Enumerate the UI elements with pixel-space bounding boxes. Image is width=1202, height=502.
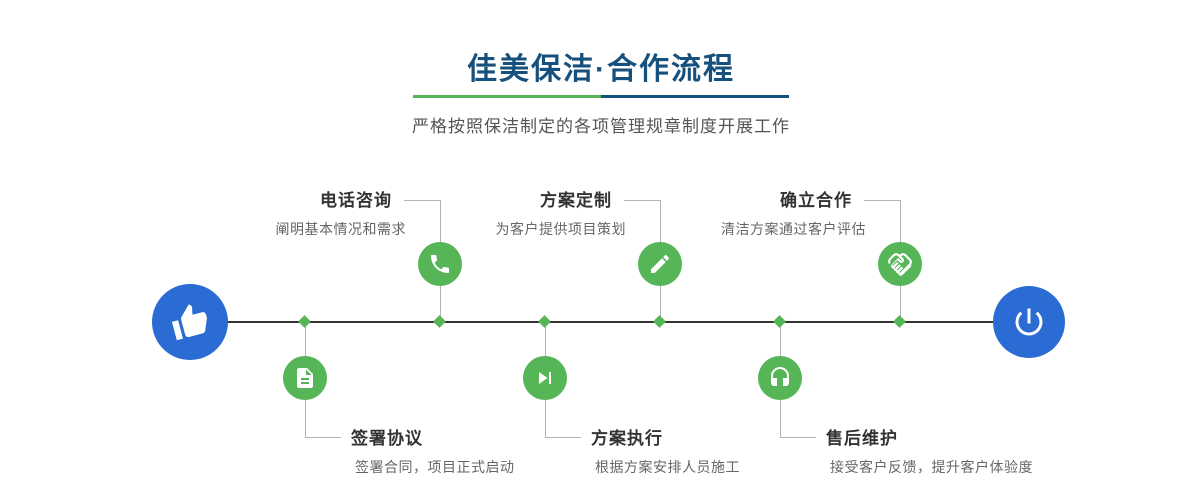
timeline-line (224, 321, 996, 323)
connector-horizontal (624, 200, 660, 201)
step-label: 售后维护 接受客户反馈，提升客户体验度 (826, 424, 1033, 477)
step-title: 确立合作 (780, 191, 852, 210)
timeline-node-diamond (893, 315, 906, 328)
connector-horizontal (780, 437, 816, 438)
step-icon-circle (418, 242, 462, 286)
step-label: 方案定制 为客户提供项目策划 (496, 186, 627, 239)
timeline-node-diamond (298, 315, 311, 328)
step-title: 方案定制 (540, 191, 612, 210)
step-icon-circle (523, 356, 567, 400)
timeline-node-diamond (773, 315, 786, 328)
phone-icon (431, 255, 449, 273)
step-label: 确立合作 清洁方案通过客户评估 (721, 186, 866, 239)
page-subtitle: 严格按照保洁制定的各项管理规章制度开展工作 (412, 117, 790, 136)
pen-icon (651, 254, 670, 273)
timeline-end-circle (993, 286, 1065, 358)
power-icon (1015, 308, 1043, 336)
timeline-node-diamond (538, 315, 551, 328)
step-label: 电话咨询 阐明基本情况和需求 (276, 186, 407, 239)
timeline-node-diamond (653, 315, 666, 328)
page-title: 佳美保洁·合作流程 (467, 53, 735, 86)
timeline-node-diamond (433, 315, 446, 328)
step-label: 方案执行 根据方案安排人员施工 (591, 424, 740, 477)
step-icon-circle (758, 356, 802, 400)
step-title: 签署协议 (351, 429, 423, 448)
step-title: 售后维护 (826, 429, 898, 448)
title-underline (413, 95, 789, 98)
play-icon (539, 372, 551, 384)
pointer-hand-icon (171, 304, 207, 341)
underline-navy-segment (601, 95, 789, 98)
step-icon-circle (283, 356, 327, 400)
step-desc: 阐明基本情况和需求 (275, 221, 406, 237)
underline-green-segment (413, 95, 601, 98)
step-title: 电话咨询 (320, 191, 392, 210)
step-desc: 接受客户反馈，提升客户体验度 (830, 459, 1033, 475)
connector-horizontal (864, 200, 900, 201)
step-icon-circle (878, 242, 922, 286)
headset-icon (771, 367, 789, 386)
step-icon-circle (638, 242, 682, 286)
connector-horizontal (404, 200, 440, 201)
step-desc: 清洁方案通过客户评估 (721, 221, 866, 237)
step-desc: 根据方案安排人员施工 (595, 459, 740, 475)
connector-horizontal (305, 437, 341, 438)
connector-horizontal (545, 437, 581, 438)
step-label: 签署协议 签署合同，项目正式启动 (351, 424, 515, 477)
contract-icon (297, 368, 313, 388)
step-desc: 为客户提供项目策划 (495, 221, 626, 237)
step-desc: 签署合同，项目正式启动 (355, 459, 515, 475)
handshake-icon (888, 253, 912, 276)
timeline-start-circle (152, 284, 228, 360)
step-title: 方案执行 (591, 429, 663, 448)
